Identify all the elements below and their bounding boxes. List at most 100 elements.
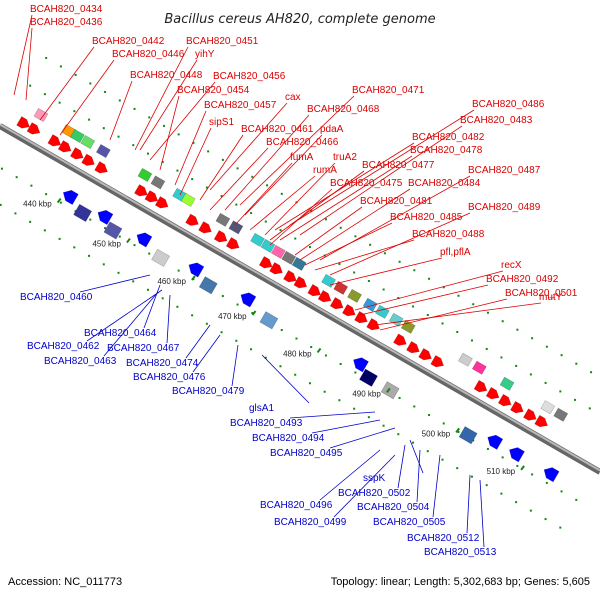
forward-gene-label: BCAH820_0454	[177, 85, 250, 96]
reverse-label-leader	[143, 284, 161, 329]
guide-dot	[133, 244, 136, 247]
guide-dot	[544, 518, 547, 521]
forward-gene	[225, 237, 240, 250]
reverse-label-leader	[397, 444, 406, 489]
reverse-label-leader	[79, 274, 151, 293]
kbp-tick	[191, 275, 196, 281]
guide-dot	[102, 263, 105, 266]
forward-label-leader	[269, 188, 333, 246]
forward-gene-label: pfl,pflA	[440, 247, 471, 258]
guide-dot	[161, 297, 164, 300]
reverse-gene-label: glsA1	[249, 403, 274, 414]
guide-dot	[442, 422, 445, 425]
guide-dot	[251, 175, 254, 178]
forward-gene-label: BCAH820_0466	[266, 137, 339, 148]
reverse-gene	[62, 190, 79, 206]
forward-gene-label: BCAH820_0481	[360, 196, 433, 207]
guide-dot	[45, 193, 48, 196]
guide-dot	[146, 288, 149, 291]
forward-gene	[154, 196, 169, 209]
guide-dot	[398, 396, 401, 399]
guide-dot	[177, 269, 180, 272]
forward-gene-label: BCAH820_0484	[408, 178, 481, 189]
forward-gene-feature	[333, 280, 349, 295]
forward-label-leader	[249, 175, 316, 231]
guide-dot	[264, 220, 267, 223]
forward-gene-label: BCAH820_0501	[505, 288, 578, 299]
guide-dot	[575, 498, 578, 501]
guide-dot	[162, 124, 165, 127]
guide-dot	[428, 413, 431, 416]
reverse-gene	[97, 209, 114, 225]
guide-dot	[176, 305, 179, 308]
forward-gene-feature	[291, 256, 307, 271]
reverse-gene-feature	[151, 248, 171, 267]
reverse-gene	[136, 232, 153, 248]
guide-dot	[500, 356, 503, 359]
guide-dot	[29, 84, 32, 87]
kbp-tick	[520, 465, 525, 471]
guide-dot	[89, 218, 92, 221]
forward-label-leader	[179, 127, 212, 196]
kbp-tick	[126, 237, 131, 244]
guide-dot	[250, 348, 253, 351]
guide-dot	[413, 405, 416, 408]
forward-label-leader	[199, 134, 244, 201]
forward-gene-feature	[95, 143, 111, 158]
forward-gene-feature	[388, 312, 404, 327]
reverse-label-leader	[333, 454, 396, 518]
guide-dot	[43, 93, 46, 96]
guide-dot	[73, 110, 76, 113]
forward-gene-label: rumA	[313, 165, 337, 176]
guide-dot	[88, 254, 91, 257]
accession-text: Accession: NC_011773	[8, 576, 122, 588]
reverse-gene-label: BCAH820_0502	[338, 488, 411, 499]
forward-gene-feature	[228, 220, 244, 235]
guide-dot	[500, 492, 503, 495]
forward-gene-label: BCAH820_0451	[186, 36, 259, 47]
forward-gene-label: recX	[501, 260, 522, 271]
reverse-gene-label: BCAH820_0474	[126, 358, 199, 369]
guide-dot	[192, 141, 195, 144]
guide-dot	[382, 424, 385, 427]
reverse-gene-label: BCAH820_0495	[270, 448, 343, 459]
forward-gene	[430, 354, 444, 368]
reverse-gene-label: BCAH820_0464	[84, 328, 157, 339]
guide-dot	[486, 311, 489, 314]
forward-gene-feature	[33, 108, 49, 122]
forward-label-leader	[244, 134, 323, 216]
guide-dot	[560, 490, 563, 493]
forward-gene-feature	[362, 297, 378, 312]
guide-dot	[220, 331, 223, 334]
forward-gene	[510, 400, 524, 414]
reverse-label-leader	[466, 474, 471, 534]
forward-label-leader	[209, 147, 269, 211]
kbp-tick	[251, 310, 257, 316]
guide-dot	[148, 116, 151, 119]
guide-dot	[441, 458, 444, 461]
guide-dot	[207, 150, 210, 153]
kbp-tick	[316, 347, 322, 354]
guide-dot	[412, 441, 415, 444]
forward-gene	[329, 297, 344, 310]
forward-gene	[393, 333, 407, 346]
guide-dot	[308, 382, 311, 385]
forward-gene	[418, 347, 432, 361]
forward-gene-label: BCAH820_0434	[30, 4, 103, 15]
reverse-label-leader	[319, 449, 381, 501]
guide-dot	[353, 271, 356, 274]
guide-dot	[59, 201, 62, 204]
reverse-gene-feature	[380, 381, 400, 400]
guide-dot	[236, 303, 239, 306]
forward-gene-label: sipS1	[209, 117, 234, 128]
guide-dot	[338, 263, 341, 266]
forward-label-leader	[359, 284, 489, 316]
forward-label-leader	[39, 46, 95, 121]
forward-label-leader	[274, 142, 415, 231]
guide-dot	[354, 235, 357, 238]
forward-label-leader	[299, 125, 463, 236]
kbp-tick	[455, 427, 460, 433]
reverse-label-leader	[329, 427, 396, 449]
guide-dot	[118, 235, 121, 238]
